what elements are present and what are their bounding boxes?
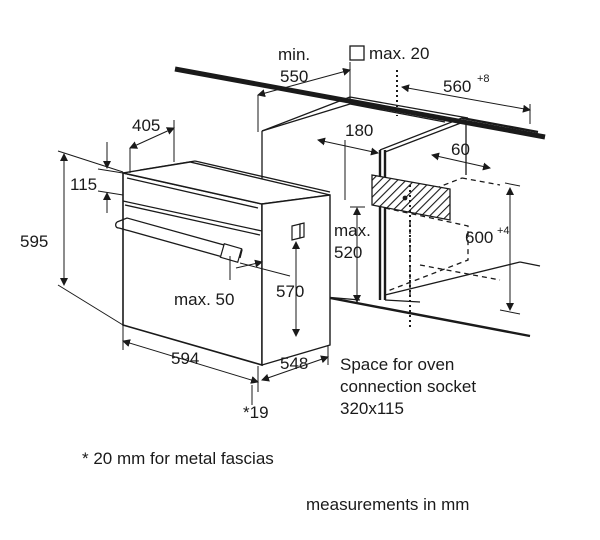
handle-bracket [219,243,243,263]
label-405: 405 [132,116,160,135]
label-max: max. [334,221,371,240]
socket-line-2: connection socket [340,377,476,396]
label-60: 60 [451,140,470,159]
footnote: * 20 mm for metal fascias [82,449,274,468]
label-min: min. [278,45,310,64]
socket-line-1: Space for oven [340,355,454,374]
worktop-underside-left [261,96,351,132]
socket-note: Space for oven connection socket 320x115 [340,355,476,418]
label-max-50: max. 50 [174,290,234,309]
oven-body [115,160,331,367]
oven-front [122,172,263,367]
label-570: 570 [276,282,304,301]
label-520: 520 [334,243,362,262]
worktop-top-edge [174,66,546,140]
label-548: 548 [280,354,308,373]
label-fascia-ref: *19 [243,403,269,422]
dimension-labels: min. 550 max. 20 560 +8 405 180 60 115 5… [20,44,510,422]
dimension-lines [57,62,531,405]
label-600: 600 [465,228,493,247]
units-note: measurements in mm [306,495,470,514]
label-600-tolerance: +4 [497,225,510,237]
worktop-underside-right [461,116,539,134]
socket-area-hatch [371,174,451,221]
square-icon [349,45,365,61]
label-560-tolerance: +8 [477,73,490,85]
label-max-20: max. 20 [369,44,429,63]
label-550: 550 [280,67,308,86]
label-180: 180 [345,121,373,140]
label-560: 560 [443,77,471,96]
niche-base-front [324,295,531,338]
label-115: 115 [70,175,97,194]
label-594: 594 [171,349,199,368]
socket-line-3: 320x115 [340,399,404,418]
label-595: 595 [20,232,48,251]
